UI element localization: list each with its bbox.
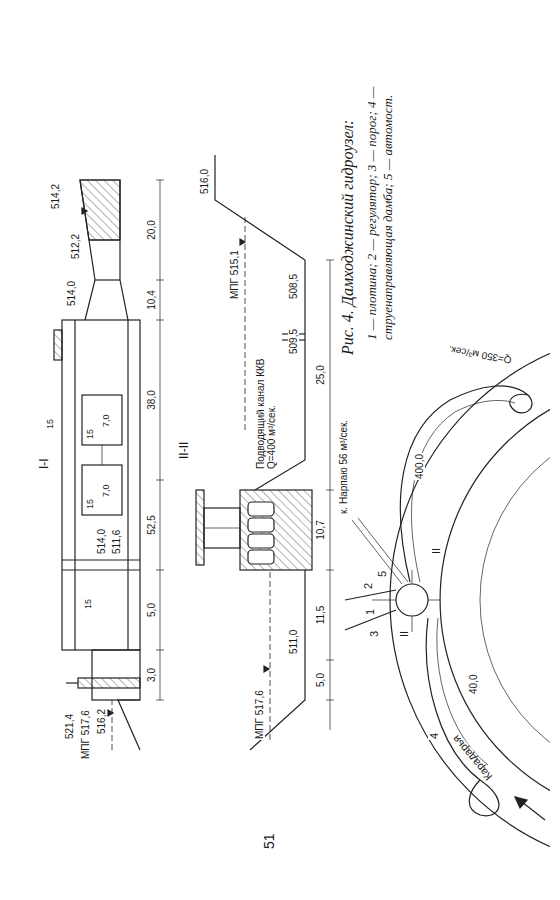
- section-one-stroke: [127, 320, 128, 650]
- section-one-stroke: [118, 700, 140, 750]
- callout-number: 3: [368, 630, 380, 638]
- drawing-label: 512,2: [70, 233, 81, 260]
- drawing-label: МПГ 515,1: [229, 249, 240, 300]
- section-two-stroke: [245, 215, 246, 430]
- plan-view-stroke: [400, 386, 532, 582]
- callout-number: 5: [376, 570, 388, 578]
- section-one-stroke: [92, 650, 140, 700]
- drawing-label: 38,0: [146, 389, 157, 410]
- section-one-stroke: [80, 180, 128, 320]
- section-mark: II-II: [178, 441, 191, 460]
- section-one-stroke: [156, 180, 164, 700]
- drawing-label: 10,4: [146, 289, 157, 310]
- section-one-stroke: [112, 700, 113, 750]
- section-one-stroke: [80, 180, 120, 240]
- section-two-stroke: [196, 490, 204, 565]
- section-two-stroke: [326, 260, 334, 700]
- drawing-label: 511,6: [111, 529, 122, 555]
- section-one-stroke: [62, 569, 140, 570]
- section-one-stroke: [62, 320, 140, 650]
- drawing-label: 52,5: [146, 514, 157, 535]
- callout-number: 51: [262, 832, 277, 850]
- drawing-label: 511,0: [288, 629, 299, 655]
- section-two-stroke: [240, 490, 312, 570]
- drawing-label: 5,0: [315, 672, 326, 688]
- drawing-label: 514,2: [50, 183, 61, 210]
- drawing-label: 508,5: [288, 273, 299, 300]
- plan-view-stroke: [440, 380, 550, 820]
- plan-view-stroke: [352, 520, 402, 584]
- drawing-label: 20,0: [146, 219, 157, 240]
- section-one-stroke: [82, 395, 122, 445]
- section-one-stroke: [74, 320, 75, 650]
- callout-number: 15: [86, 428, 96, 440]
- drawing-label: 516,0: [199, 168, 210, 195]
- drawing-label: 40,0: [468, 674, 479, 695]
- plan-view-stroke: [515, 797, 527, 808]
- section-two-stroke: [215, 155, 305, 490]
- section-one: [54, 180, 164, 750]
- section-one-stroke: [160, 180, 161, 700]
- section-one-stroke: [82, 465, 122, 515]
- drawing-label: 509,5: [288, 328, 299, 355]
- section-two-stroke: [248, 502, 274, 516]
- callout-number: 15: [86, 498, 96, 510]
- callout-number: 15: [46, 418, 56, 430]
- section-one-stroke: [78, 678, 140, 688]
- figure-caption: 1 — плотина; 2 — регулятор; 3 — порог; 4…: [364, 15, 397, 340]
- section-two-stroke: [204, 508, 240, 548]
- section-one-stroke: [82, 208, 87, 214]
- drawing-label: 10,7: [315, 519, 326, 540]
- callout-number: II: [430, 547, 442, 555]
- drawing-label: 11,5: [315, 605, 326, 626]
- section-one-stroke: [54, 330, 62, 360]
- section-two-stroke: [240, 239, 245, 245]
- drawing-label: Q=350 м³/сек.: [447, 344, 514, 366]
- plan-view: [345, 330, 550, 870]
- section-two-stroke: [248, 534, 274, 548]
- section-two-stroke: [204, 528, 240, 529]
- section-two-stroke: [330, 260, 331, 730]
- drawing-label: 516,2: [96, 708, 107, 735]
- drawing-label: 7,0: [102, 413, 112, 428]
- section-two-stroke: [248, 518, 274, 532]
- drawing-label: 521,4: [64, 713, 75, 740]
- section-two: [196, 155, 334, 750]
- section-one-stroke: [62, 559, 140, 560]
- plan-view-stroke: [426, 618, 499, 816]
- section-one-stroke: [102, 445, 103, 465]
- drawing-label: 514,0: [96, 528, 107, 555]
- section-one-stroke: [66, 682, 78, 683]
- drawing-label: 3,0: [146, 667, 157, 683]
- plan-view-stroke: [411, 400, 515, 582]
- callout-number: 2: [362, 582, 374, 590]
- callout-number: 15: [84, 598, 94, 610]
- callout-number: 1: [364, 608, 376, 616]
- section-two-stroke: [250, 570, 305, 750]
- section-one-stroke: [108, 710, 113, 716]
- drawing-label: 400,0: [414, 453, 425, 480]
- section-one-stroke: [95, 279, 120, 280]
- callout-number: II: [398, 630, 410, 638]
- section-two-stroke: [248, 550, 274, 564]
- drawing-label: 7,0: [102, 483, 112, 498]
- section-two-stroke: [264, 666, 269, 672]
- drawing-label: 25,0: [315, 364, 326, 385]
- drawing-label: Подводящий канал ККВ Q=400 м³/сек.: [255, 348, 277, 470]
- drawing-label: 5,0: [146, 602, 157, 618]
- drawing-label: МПГ 517,6: [254, 689, 265, 740]
- plan-view-stroke: [522, 802, 545, 820]
- plan-view-stroke: [396, 584, 428, 616]
- section-mark: I-I: [38, 457, 51, 470]
- drawing-label: к. Нарпаю 56 м³/сек.: [338, 419, 349, 515]
- callout-number: 4: [428, 732, 440, 740]
- figure-title: Рис. 4. Дамходжинский гидроузел:: [338, 120, 358, 355]
- drawing-label: 514,0: [66, 280, 77, 307]
- drawing-label: МПГ 517,6: [80, 709, 91, 760]
- plan-view-stroke: [480, 420, 550, 780]
- plan-view-stroke: [390, 330, 550, 870]
- plan-view-stroke: [345, 590, 396, 600]
- section-two-stroke: [270, 570, 271, 740]
